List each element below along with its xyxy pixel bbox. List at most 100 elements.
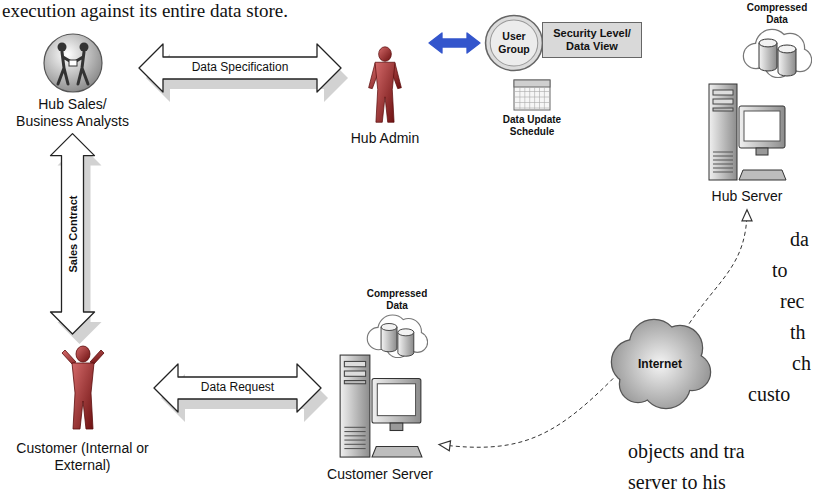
pc-icon [707, 76, 787, 186]
icon-rect [713, 108, 733, 111]
text-fragment: th [790, 321, 806, 344]
icon-line [344, 444, 365, 445]
arrow-head [439, 441, 451, 451]
icon-svg [61, 338, 105, 438]
icon-line [344, 431, 365, 432]
text-fragment: to [772, 259, 788, 282]
arrow-head [742, 210, 752, 221]
icon-ellipse [759, 39, 777, 47]
arrow-body [429, 33, 480, 53]
arrow-body [51, 134, 95, 334]
icon-svg [707, 76, 787, 186]
icon-svg [365, 42, 405, 128]
icon-ellipse [778, 45, 796, 53]
icon-ellipse [381, 324, 397, 331]
node-label: Compressed Data [362, 288, 432, 312]
dashed-line [689, 210, 747, 324]
text-fragment: execution against its entire data store. [2, 0, 288, 22]
icon-circle [57, 43, 66, 52]
text-fragment: da [790, 228, 809, 251]
icon-rect [340, 355, 370, 457]
icon-line [524, 87, 525, 109]
icon-polygon [372, 446, 422, 457]
data-store: Compressed Data [362, 288, 432, 358]
icon-circle [79, 43, 88, 52]
text-fragment: ch [792, 352, 811, 375]
sales-contract-arrow [51, 134, 102, 344]
icon-rect [713, 99, 733, 104]
icon-circle [620, 366, 656, 402]
icon-line [344, 427, 365, 428]
node-label: Internet [638, 357, 682, 371]
person2-icon [61, 338, 105, 438]
admin-link-arrow [429, 33, 480, 53]
node-label: Hub Server [712, 188, 783, 205]
admin-figure: Hub Admin [345, 42, 425, 147]
analyst-group: Hub Sales/ Business Analysts [10, 32, 135, 130]
internet-link [439, 378, 613, 450]
icon-rect [344, 361, 365, 366]
text-fragment: server to his [628, 471, 726, 494]
icon-line [713, 160, 733, 161]
data-store: Compressed Data [738, 2, 816, 78]
icon-line [713, 168, 733, 169]
icon-rect [344, 381, 365, 384]
icon-svg [742, 26, 812, 78]
icon-line [713, 156, 733, 157]
text-fragment: objects and tra [628, 440, 745, 463]
cyl-icon [742, 26, 812, 78]
icon-circle [486, 16, 543, 71]
customer-figure: Customer (Internal or External) [15, 338, 150, 474]
node-label: Data Update Schedule [492, 114, 572, 138]
icon-rect [739, 106, 785, 148]
icon-line [344, 448, 365, 449]
icon-rect [377, 384, 415, 416]
edge-label: Data Request [198, 381, 277, 395]
icon-rect [709, 84, 737, 180]
edge-label: Sales Contract [66, 192, 79, 275]
icon-line [544, 87, 545, 109]
icon-rect [514, 80, 550, 87]
icon-line [713, 164, 733, 165]
arrow-body [154, 364, 321, 412]
icon-rect [744, 111, 780, 141]
icon-ellipse [398, 329, 414, 336]
icon-line [713, 172, 733, 173]
hand-icon [42, 32, 104, 94]
pc-icon [338, 346, 423, 464]
user-group-circle: User Group [484, 14, 544, 72]
data-request-arrow [154, 364, 328, 422]
icon-circle [620, 366, 656, 402]
icon-line [539, 87, 540, 109]
icon-path [73, 52, 88, 84]
data-spec-arrow [139, 44, 348, 102]
icon-rect [514, 80, 550, 110]
icon-line [529, 87, 530, 109]
icon-line [519, 87, 520, 109]
edge-label: Data Specification [189, 61, 292, 75]
icon-line [344, 440, 365, 441]
schedule-calendar: Data Update Schedule [492, 78, 572, 138]
icon-svg [338, 346, 423, 464]
icon-line [534, 87, 535, 109]
dashed-line [439, 378, 613, 447]
icon-circle [44, 34, 102, 92]
icon-polygon [739, 170, 786, 180]
icon-path [62, 350, 104, 364]
icon-svg [366, 312, 428, 358]
node-label: Compressed Data [738, 2, 816, 26]
icon-svg [42, 32, 104, 94]
node-label: Hub Admin [351, 130, 419, 147]
icon-circle [490, 20, 538, 66]
security-box: Security Level/ Data View [542, 22, 642, 58]
internet-link [689, 210, 752, 324]
node-label: Security Level/ Data View [548, 27, 636, 53]
icon-line [344, 435, 365, 436]
text-fragment: rec [780, 290, 804, 313]
node-label: Customer Server [327, 466, 433, 483]
icon-rect [69, 60, 77, 66]
server-computer: Customer Server [325, 346, 435, 483]
cal-icon [512, 78, 552, 112]
